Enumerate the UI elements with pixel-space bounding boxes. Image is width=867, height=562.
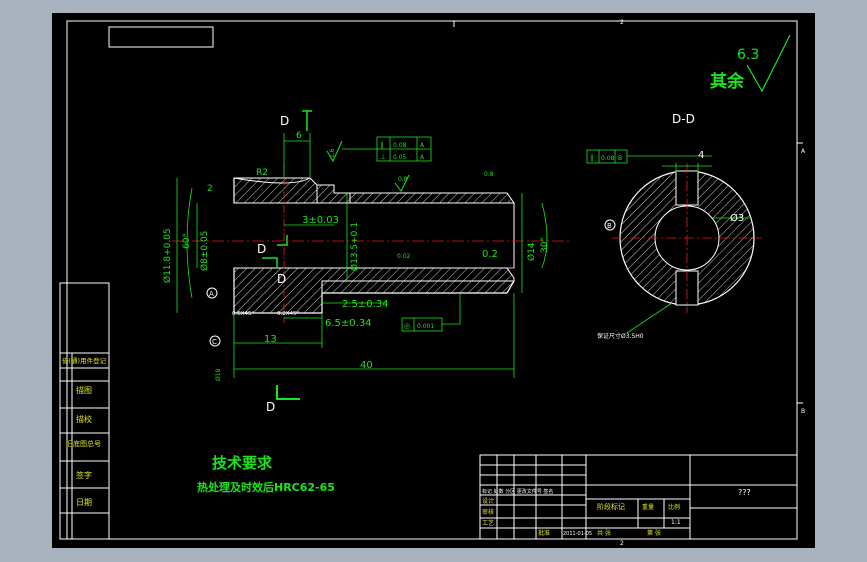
tol-section-sym: ∥: [590, 154, 594, 162]
section-dim-4: 4: [698, 150, 704, 161]
roughness-value: 6.3: [737, 47, 759, 63]
dim-chamfer-1: 0.6X45°: [232, 311, 255, 317]
datum-c-circle: [209, 335, 221, 347]
dim-2: 2: [207, 184, 213, 194]
title-block-stage: 阶段标记: [597, 502, 625, 511]
side-block: [59, 282, 110, 540]
tol-top1-val: 0.08: [393, 142, 407, 149]
ra-16: 1.6: [329, 148, 336, 158]
side-r6: 日期: [76, 498, 92, 507]
tol-top1-ref: A: [420, 142, 425, 149]
cut-label-bottom: D: [266, 400, 275, 414]
section-view-dd: [612, 163, 762, 313]
dim-chamfer-2: 0.2X45°: [277, 311, 300, 317]
side-r5: 签字: [76, 470, 92, 480]
border-mark-b: B: [801, 408, 805, 415]
roughness-symbol-1: [326, 140, 343, 163]
dim-60: 60°: [182, 233, 192, 249]
drawing-canvas: 2 A B 2 借(通)用件登记 描图 描校 旧底图总号 签字 日期: [52, 13, 815, 548]
title-block-approve: 批准: [538, 529, 550, 537]
dim-002: 0.02: [397, 253, 411, 260]
title-block: [479, 454, 798, 540]
dim-30: 30°: [540, 237, 550, 253]
datum-c: C: [212, 338, 217, 346]
side-r4: 旧底图总号: [66, 439, 101, 448]
section-note: 保证尺寸Ø3.5H0: [597, 332, 644, 340]
title-block-process: 工艺: [482, 519, 494, 527]
tech-req-title: 技术要求: [212, 454, 273, 472]
title-block-weight: 重量: [642, 503, 654, 511]
dim-14: Ø14: [526, 242, 537, 261]
border-mark-top: 2: [620, 19, 624, 26]
dim-40: 40: [360, 360, 373, 371]
title-block-check: 审核: [482, 508, 494, 516]
roughness-symbol-2: [394, 174, 410, 192]
section-dim-3: Ø3: [730, 212, 744, 224]
title-block-sheet: 第 张: [647, 529, 661, 537]
dim-02: 0.2: [482, 249, 498, 260]
side-r2: 描图: [76, 385, 92, 395]
tol-top2-ref: A: [420, 154, 425, 161]
title-block-placeholder: ???: [738, 488, 751, 497]
dim-6: 6: [296, 131, 302, 141]
side-r1: 借(通)用件登记: [62, 356, 107, 365]
tol-top2-val: 0.05: [393, 154, 407, 161]
tolerance-frames: [342, 136, 712, 332]
cut-label-top: D: [280, 114, 289, 128]
side-r3: 描校: [76, 414, 92, 424]
datum-a: A: [209, 290, 214, 298]
title-block-scale-val: 1:1: [671, 519, 681, 526]
dim-3: 3±0.03: [302, 215, 339, 226]
tol-top2-sym: ⊥: [380, 153, 386, 161]
cad-drawing: 2 A B 2 借(通)用件登记 描图 描校 旧底图总号 签字 日期: [59, 19, 806, 547]
tol-bottom-val: 0.001: [417, 323, 434, 330]
inner-label-d2: D: [277, 272, 286, 286]
section-dim-lines: [626, 163, 752, 334]
title-block-sheets: 共 张: [597, 529, 611, 537]
title-block-design: 设计: [482, 497, 494, 505]
ra-b: 0.8: [484, 171, 494, 178]
tol-top1-sym: ∥: [380, 141, 384, 149]
dim-left: Ø18: [215, 368, 222, 381]
roughness-symbol-main: [746, 34, 791, 93]
title-block-mark-cols: 标记 处数 分区 更改文件号 签名: [482, 488, 553, 495]
cut-marker-top: [302, 110, 312, 131]
roughness-label: 其余: [710, 71, 745, 92]
drawing-frame: [66, 20, 803, 540]
datum-b-circle: [604, 219, 616, 231]
part-section-view: [172, 163, 572, 323]
dim-805: Ø8±0.05: [199, 231, 210, 271]
border-mark-a: A: [801, 148, 806, 155]
dim-65: 6.5±0.34: [325, 318, 372, 329]
dimension-lines: [176, 133, 548, 378]
dim-118: Ø11.8+0.05: [162, 228, 173, 283]
dim-25: 2.5±0.34: [342, 299, 389, 310]
cut-marker-bottom: [276, 385, 300, 400]
section-title: D-D: [672, 112, 695, 126]
datum-a-circle: [206, 287, 218, 299]
tol-bottom-sym: ◎: [404, 322, 410, 330]
ra-08: 0.8: [398, 176, 408, 183]
tech-req-line1: 热处理及时效后HRC62-65: [197, 480, 335, 494]
datum-b: B: [607, 222, 612, 230]
tol-section-val: 0.08: [601, 155, 615, 162]
dim-13: 13: [264, 334, 277, 345]
dim-r2: R2: [256, 168, 268, 178]
border-mark-bottom: 2: [620, 540, 624, 547]
title-block-date: 2011-01-05: [563, 531, 592, 537]
title-block-scale: 比例: [668, 503, 680, 511]
tol-section-ref: B: [618, 155, 622, 162]
inner-label-d1: D: [257, 242, 266, 256]
dim-135: Ø13.5+0.1: [349, 222, 360, 271]
